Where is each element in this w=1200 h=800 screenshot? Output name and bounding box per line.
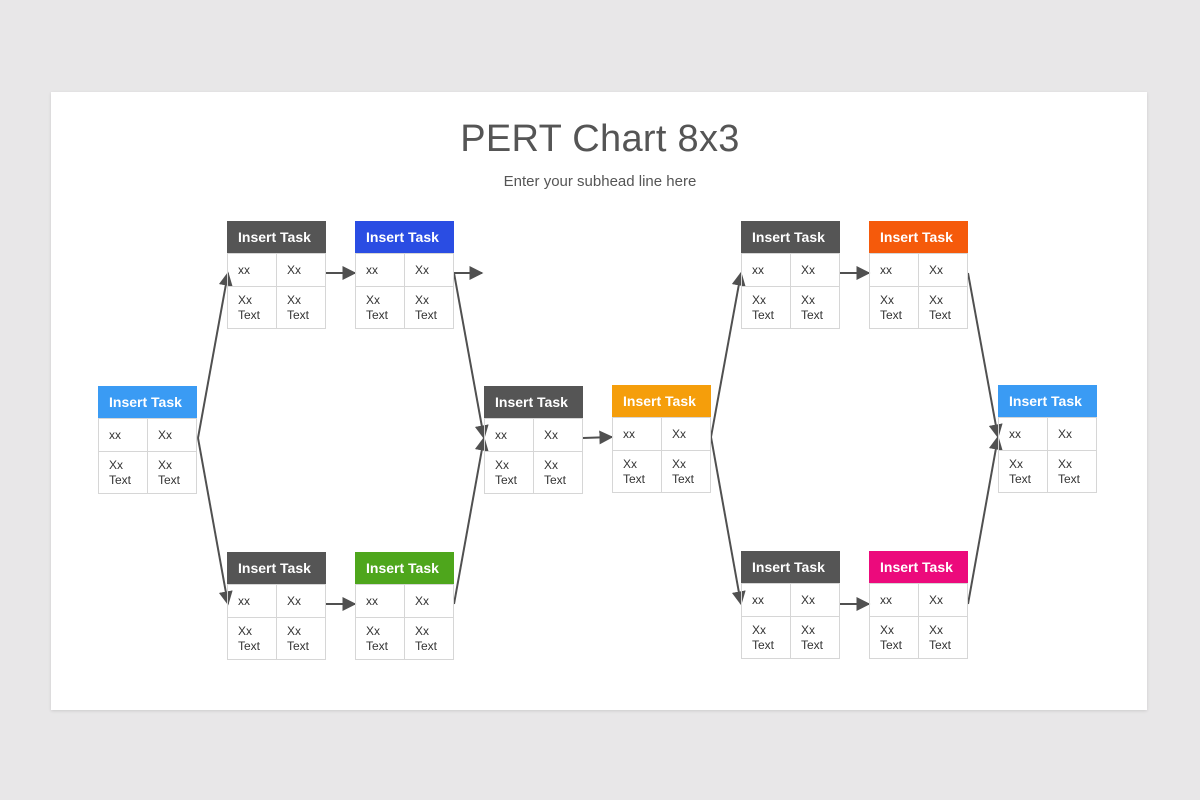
task-header: Insert Task: [998, 385, 1097, 417]
task-cell: Xx Text: [791, 287, 840, 329]
task-cell: Xx: [791, 254, 840, 287]
task-cell: xx: [870, 584, 919, 617]
task-cell: Xx Text: [228, 618, 277, 660]
task-cell: Xx Text: [791, 617, 840, 659]
task-cell: Xx Text: [662, 451, 711, 493]
dependency-arrow: [197, 271, 233, 439]
task-cell: Xx Text: [1048, 451, 1097, 493]
dependency-arrow: [197, 437, 233, 606]
task-cell: xx: [228, 585, 277, 618]
task-cell: Xx: [277, 585, 326, 618]
dependency-arrow: [967, 272, 1003, 439]
task-cell: xx: [485, 419, 534, 452]
task-header: Insert Task: [227, 552, 326, 584]
dependency-arrow: [582, 430, 614, 445]
task-cell: xx: [228, 254, 277, 287]
task-header: Insert Task: [98, 386, 197, 418]
task-header: Insert Task: [484, 386, 583, 418]
page-subtitle: Enter your subhead line here: [503, 173, 697, 190]
task-cell: Xx: [919, 254, 968, 287]
task-cell: Xx Text: [613, 451, 662, 493]
task-cell: Xx Text: [870, 617, 919, 659]
task-cell: Xx Text: [99, 452, 148, 494]
task-cell: xx: [356, 585, 405, 618]
task-header: Insert Task: [741, 551, 840, 583]
task-cell: Xx Text: [228, 287, 277, 329]
task-cell: xx: [742, 254, 791, 287]
task-header: Insert Task: [227, 221, 326, 253]
task-cell: Xx Text: [277, 618, 326, 660]
task-cell: Xx Text: [742, 617, 791, 659]
page-title: PERT Chart 8x3: [460, 118, 740, 160]
task-cell: Xx Text: [742, 287, 791, 329]
task-cell: Xx Text: [356, 618, 405, 660]
task-header: Insert Task: [741, 221, 840, 253]
task-cell: Xx Text: [870, 287, 919, 329]
task-cell: Xx Text: [999, 451, 1048, 493]
task-cell: xx: [613, 418, 662, 451]
task-cell: xx: [999, 418, 1048, 451]
dependency-arrow: [453, 272, 489, 440]
task-cell: Xx Text: [148, 452, 197, 494]
task-cell: Xx Text: [405, 287, 454, 329]
task-cell: Xx: [148, 419, 197, 452]
task-header: Insert Task: [355, 552, 454, 584]
task-header: Insert Task: [869, 221, 968, 253]
slide-canvas: [51, 92, 1147, 710]
task-cell: Xx Text: [919, 287, 968, 329]
task-cell: Xx: [1048, 418, 1097, 451]
dependency-arrow: [453, 436, 489, 605]
task-cell: Xx: [405, 254, 454, 287]
task-header: Insert Task: [612, 385, 711, 417]
task-header: Insert Task: [869, 551, 968, 583]
task-cell: Xx Text: [919, 617, 968, 659]
dependency-arrow: [710, 271, 746, 438]
task-cell: xx: [870, 254, 919, 287]
dependency-arrow: [967, 435, 1003, 605]
task-cell: Xx: [405, 585, 454, 618]
task-cell: Xx Text: [485, 452, 534, 494]
task-cell: Xx Text: [405, 618, 454, 660]
task-header: Insert Task: [355, 221, 454, 253]
task-cell: Xx Text: [356, 287, 405, 329]
task-cell: xx: [742, 584, 791, 617]
task-cell: Xx: [662, 418, 711, 451]
task-cell: Xx Text: [277, 287, 326, 329]
task-cell: Xx Text: [534, 452, 583, 494]
task-cell: Xx: [534, 419, 583, 452]
task-cell: Xx: [277, 254, 326, 287]
task-cell: xx: [356, 254, 405, 287]
dependency-arrow: [710, 436, 746, 606]
task-cell: Xx: [919, 584, 968, 617]
task-cell: xx: [99, 419, 148, 452]
task-cell: Xx: [791, 584, 840, 617]
